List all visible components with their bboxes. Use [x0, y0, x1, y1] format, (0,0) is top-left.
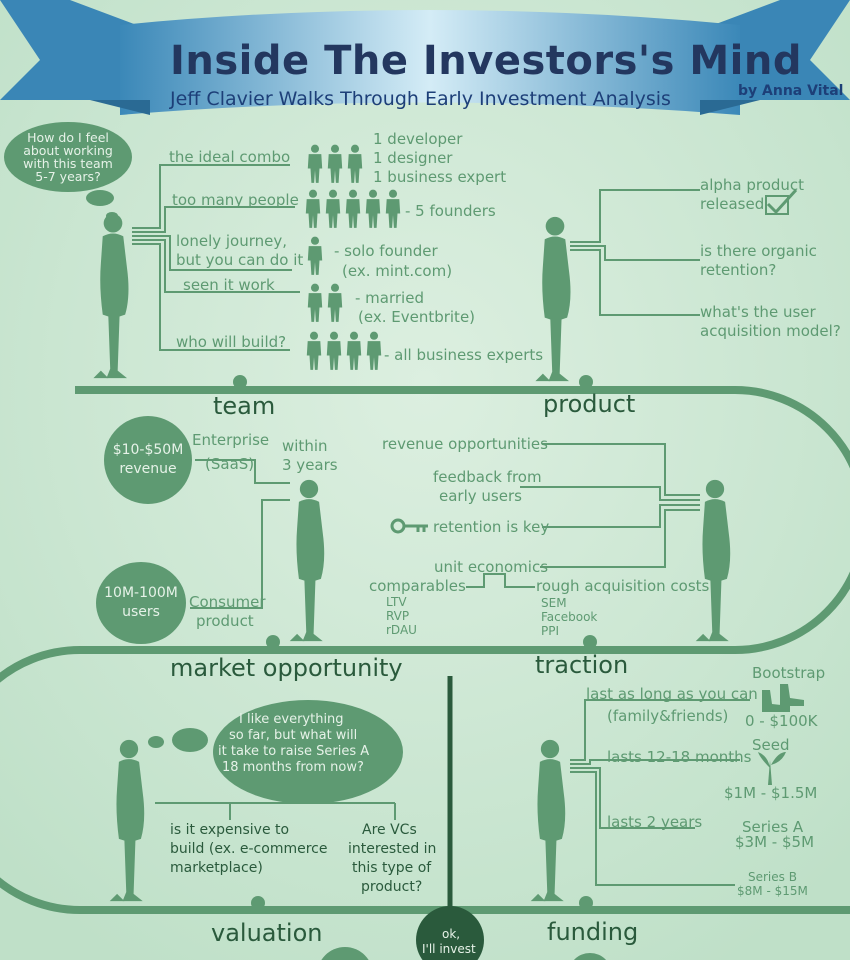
path-track [0, 386, 850, 914]
product-section-label: product [543, 390, 636, 418]
comp-item: LTV [386, 595, 407, 609]
last-long-label: last as long as you can [586, 685, 758, 703]
ideal-desc-2: 1 designer [373, 149, 453, 167]
traction-section-label: traction [535, 651, 629, 679]
lonely-desc-1: - solo founder [334, 242, 438, 260]
who-desc: - all business experts [384, 346, 544, 364]
seen-desc-2: (ex. Eventbrite) [358, 308, 476, 326]
users-bubble: 10M-100M users [96, 562, 186, 644]
market-section-label: market opportunity [170, 654, 403, 682]
comparables-label: comparables [369, 577, 466, 595]
ideal-desc-1: 1 developer [373, 130, 463, 148]
sprout-icon [758, 752, 786, 785]
lasts-2-label: lasts 2 years [607, 813, 703, 831]
vcs-line-4: product? [361, 879, 423, 895]
alpha-label-2: released [700, 195, 765, 213]
too-many-label: too many people [172, 191, 299, 209]
consumer-product-label: product [196, 612, 254, 630]
series-b-label: Series B [748, 870, 797, 884]
page-title: Inside The Investors's Mind [170, 38, 802, 84]
acq-label-2: acquisition model? [700, 322, 841, 340]
rough-item: PPI [541, 624, 560, 638]
saas-label: (SaaS) [205, 455, 255, 473]
too-many-desc: - 5 founders [405, 202, 496, 220]
revenue-bubble: $10-$50M revenue [104, 416, 192, 504]
series-b-amount: $8M - $15M [737, 884, 808, 898]
page-subtitle: Jeff Clavier Walks Through Early Investm… [170, 88, 671, 110]
organic-label-1: is there organic [700, 242, 817, 260]
enterprise-label: Enterprise [192, 431, 270, 449]
team-section-label: team [213, 392, 276, 420]
vcs-line-1: Are VCs [362, 822, 417, 838]
lasts-12-label: lasts 12-18 months [607, 748, 752, 766]
retention-label: retention is key [433, 518, 550, 536]
feedback-label-2: early users [439, 487, 522, 505]
acq-label-1: what's the user [700, 303, 816, 321]
boots-icon [762, 684, 804, 712]
invest-label-1: ok, [442, 927, 461, 941]
seen-desc-1: - married [355, 289, 424, 307]
seen-it-label: seen it work [183, 276, 275, 294]
rough-item: Facebook [541, 610, 598, 624]
valuation-thought-2: so far, but what will [229, 728, 358, 743]
lonely-label-2: but you can do it [176, 251, 304, 269]
lonely-label-1: lonely journey, [176, 232, 288, 250]
title-ribbon [0, 0, 850, 115]
expensive-line-2: build (ex. e-commerce [170, 841, 328, 857]
valuation-thought-3: it take to raise Series A [218, 744, 370, 759]
series-a-label: Series A [742, 818, 804, 836]
seed-amount: $1M - $1.5M [724, 784, 818, 802]
valuation-section-label: valuation [211, 919, 323, 947]
within-label-2: 3 years [282, 456, 338, 474]
key-icon [390, 518, 428, 534]
vcs-line-2: interested in [348, 841, 437, 857]
consumer-label: Consumer [189, 593, 266, 611]
valuation-thought-1: I like everything [239, 712, 344, 727]
byline: by Anna Vital [738, 83, 844, 99]
invest-label-2: I'll invest [422, 942, 476, 956]
organic-label-2: retention? [700, 261, 777, 279]
expensive-line-1: is it expensive to [170, 822, 290, 838]
ideal-desc-3: 1 business expert [373, 168, 507, 186]
seed-label: Seed [752, 736, 790, 754]
team-thought-bubble: How do I feel about working with this te… [4, 122, 132, 192]
bootstrap-amount: 0 - $100K [745, 712, 818, 730]
comp-item: rDAU [386, 623, 417, 637]
rough-costs-label: rough acquisition costs [536, 577, 710, 595]
series-a-amount: $3M - $5M [735, 833, 815, 851]
who-build-label: who will build? [176, 333, 287, 351]
vcs-line-3: this type of [352, 860, 432, 876]
valuation-thought-4: 18 months from now? [222, 760, 364, 775]
ideal-combo-label: the ideal combo [169, 148, 291, 166]
lonely-desc-2: (ex. mint.com) [342, 262, 453, 280]
within-label-1: within [282, 437, 328, 455]
rough-item: SEM [541, 596, 567, 610]
comp-item: RVP [386, 609, 410, 623]
revenue-opp-label: revenue opportunities [382, 435, 548, 453]
family-label: (family&friends) [607, 707, 729, 725]
bootstrap-label: Bootstrap [752, 664, 826, 682]
funding-section-label: funding [547, 918, 639, 946]
unit-econ-label: unit economics [434, 558, 549, 576]
feedback-label-1: feedback from [433, 468, 542, 486]
expensive-line-3: marketplace) [170, 860, 263, 876]
alpha-label-1: alpha product [700, 176, 805, 194]
